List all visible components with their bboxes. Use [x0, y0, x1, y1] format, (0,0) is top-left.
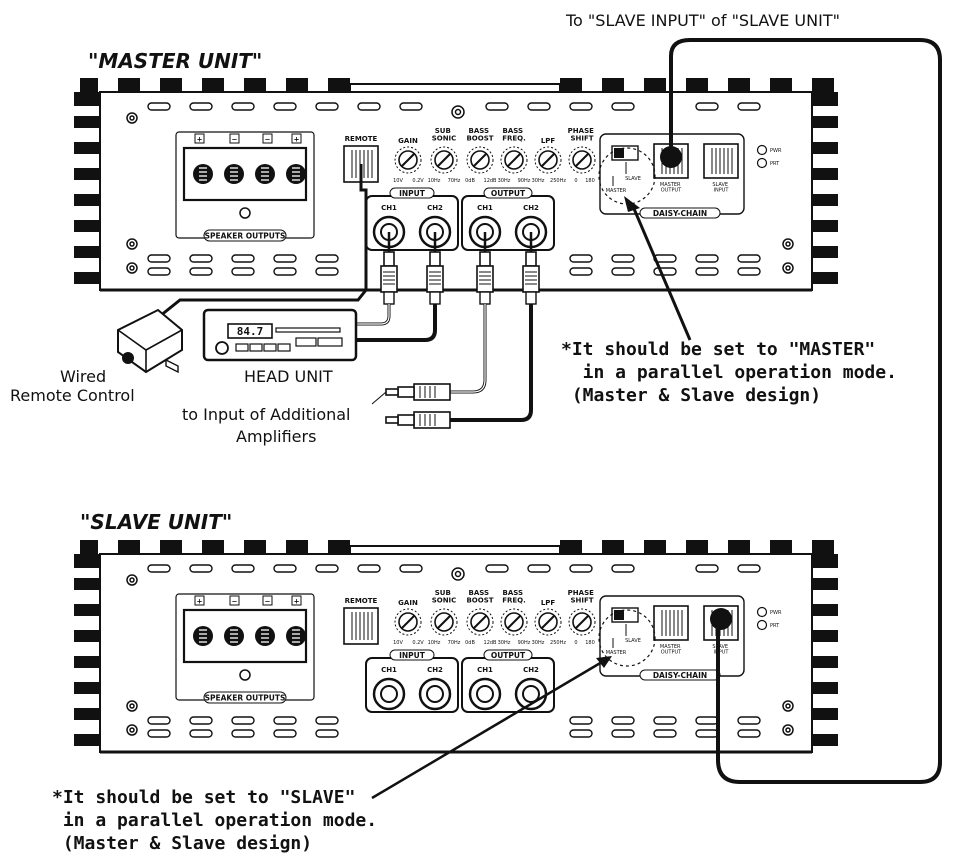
slave-bassfreq-min: 30Hz — [498, 640, 511, 646]
master-terminal-sign-3: − — [265, 136, 271, 144]
master-output-ch2-label: CH2 — [523, 204, 539, 212]
master-bassfreq-max: 90Hz — [518, 178, 531, 184]
master-knob-bassfreq-label: BASS FREQ. — [502, 127, 526, 143]
master-daisy-chain-label: DAISY-CHAIN — [653, 209, 707, 218]
master-terminal-sign-2: − — [232, 136, 238, 144]
slave-input-ch2-label: CH2 — [427, 666, 443, 674]
slave-terminal-sign-1: + — [197, 598, 203, 606]
master-input-ch1-plug — [380, 251, 398, 305]
slave-knob-phaseshift-label: PHASE SHIFT — [568, 589, 597, 605]
master-knob-subsonic-label: SUB SONIC — [432, 127, 457, 143]
slave-input-ch1-label: CH1 — [381, 666, 397, 674]
slave-terminal-sign-2: − — [232, 598, 238, 606]
master-gain-max: 0.2V — [412, 178, 424, 184]
slave-phase-min: 0 — [574, 640, 577, 646]
slave-remote-label: REMOTE — [345, 597, 378, 605]
slave-panel-labels: SPEAKER OUTPUTS + − − + REMOTE GAIN SUB … — [197, 589, 782, 703]
master-unit-title: "MASTER UNIT" — [88, 49, 263, 73]
slave-speaker-outputs-label: SPEAKER OUTPUTS — [205, 694, 286, 703]
slave-knob-gain-label: GAIN — [398, 599, 418, 607]
additional-amps-line1: to Input of Additional — [182, 405, 351, 424]
slave-prt-label: PRT — [770, 623, 780, 629]
slave-slave-input-label: SLAVE INPUT — [712, 644, 729, 656]
slave-note-line1: *It should be set to "SLAVE" — [52, 787, 356, 808]
master-subsonic-min: 10Hz — [428, 178, 441, 184]
master-master-switch-label: MASTER — [606, 188, 627, 194]
slave-unit-title: "SLAVE UNIT" — [80, 510, 233, 534]
master-bassfreq-min: 30Hz — [498, 178, 511, 184]
master-terminal-sign-4: + — [294, 136, 300, 144]
slave-pwr-label: PWR — [770, 610, 782, 616]
master-phase-max: 180 — [585, 178, 595, 184]
master-knob-bassboost-label: BASS BOOST — [466, 127, 493, 143]
slave-subsonic-min: 10Hz — [428, 640, 441, 646]
master-prt-label: PRT — [770, 161, 780, 167]
slave-bassboost-max: 12dB — [484, 640, 498, 646]
master-gain-min: 10V — [393, 178, 403, 184]
master-speaker-outputs-label: SPEAKER OUTPUTS — [205, 232, 286, 241]
master-phase-min: 0 — [574, 178, 577, 184]
slave-knob-bassfreq-label: BASS FREQ. — [502, 589, 526, 605]
head-unit-graphic — [202, 308, 358, 362]
slave-lpf-max: 250Hz — [550, 640, 566, 646]
slave-bassfreq-max: 90Hz — [518, 640, 531, 646]
head-unit-display: 84.7 — [237, 325, 264, 338]
master-output-ch2-plug — [522, 251, 540, 305]
master-note-line2: in a parallel operation mode. — [561, 362, 897, 383]
master-knob-lpf-label: LPF — [541, 137, 556, 145]
master-bassboost-min: 0dB — [465, 178, 475, 184]
master-output-ch1-plug — [476, 251, 494, 305]
slave-phase-max: 180 — [585, 640, 595, 646]
master-output-ch1-label: CH1 — [477, 204, 493, 212]
master-input-ch2-label: CH2 — [427, 204, 443, 212]
slave-output-ch1-label: CH1 — [477, 666, 493, 674]
additional-amps-line2: Amplifiers — [236, 427, 317, 446]
master-slave-switch-label: SLAVE — [625, 176, 641, 182]
slave-note-line3: (Master & Slave design) — [52, 833, 313, 854]
remote-caption-line1: Wired — [60, 367, 107, 386]
slave-master-switch-label: MASTER — [606, 650, 627, 656]
top-caption: To "SLAVE INPUT" of "SLAVE UNIT" — [566, 11, 840, 30]
master-input-ch2-plug — [426, 251, 444, 305]
slave-daisy-chain-label: DAISY-CHAIN — [653, 671, 707, 680]
master-knob-phaseshift-label: PHASE SHIFT — [568, 127, 597, 143]
wired-remote-graphic — [117, 308, 183, 374]
slave-output-ch2-label: CH2 — [523, 666, 539, 674]
master-output-label: OUTPUT — [491, 189, 526, 198]
master-lpf-min: 30Hz — [532, 178, 545, 184]
slave-subsonic-max: 70Hz — [448, 640, 461, 646]
master-bassboost-max: 12dB — [484, 178, 498, 184]
slave-knob-bassboost-label: BASS BOOST — [466, 589, 493, 605]
master-pwr-label: PWR — [770, 148, 782, 154]
slave-terminal-sign-3: − — [265, 598, 271, 606]
remote-caption-line2: Remote Control — [10, 386, 135, 405]
master-subsonic-max: 70Hz — [448, 178, 461, 184]
master-slave-input-label: SLAVE INPUT — [712, 182, 729, 194]
slave-terminal-sign-4: + — [294, 598, 300, 606]
slave-knob-subsonic-label: SUB SONIC — [432, 589, 457, 605]
master-lpf-max: 250Hz — [550, 178, 566, 184]
head-unit-caption: HEAD UNIT — [244, 367, 333, 386]
slave-knob-lpf-label: LPF — [541, 599, 556, 607]
slave-input-label: INPUT — [399, 651, 426, 660]
master-input-label: INPUT — [399, 189, 426, 198]
master-panel-labels: SPEAKER OUTPUTS + − − + REMOTE GAIN SUB … — [197, 127, 782, 241]
master-input-ch1-label: CH1 — [381, 204, 397, 212]
master-remote-label: REMOTE — [345, 135, 378, 143]
slave-output-label: OUTPUT — [491, 651, 526, 660]
master-note-line3: (Master & Slave design) — [561, 385, 822, 406]
slave-slave-switch-label: SLAVE — [625, 638, 641, 644]
master-terminal-sign-1: + — [197, 136, 203, 144]
slave-bassboost-min: 0dB — [465, 640, 475, 646]
master-note-line1: *It should be set to "MASTER" — [561, 339, 876, 360]
slave-note-line2: in a parallel operation mode. — [52, 810, 378, 831]
slave-gain-max: 0.2V — [412, 640, 424, 646]
master-knob-gain-label: GAIN — [398, 137, 418, 145]
slave-master-output-label: MASTER OUTPUT — [660, 644, 682, 656]
slave-lpf-min: 30Hz — [532, 640, 545, 646]
master-master-output-label: MASTER OUTPUT — [660, 182, 682, 194]
slave-gain-min: 10V — [393, 640, 403, 646]
